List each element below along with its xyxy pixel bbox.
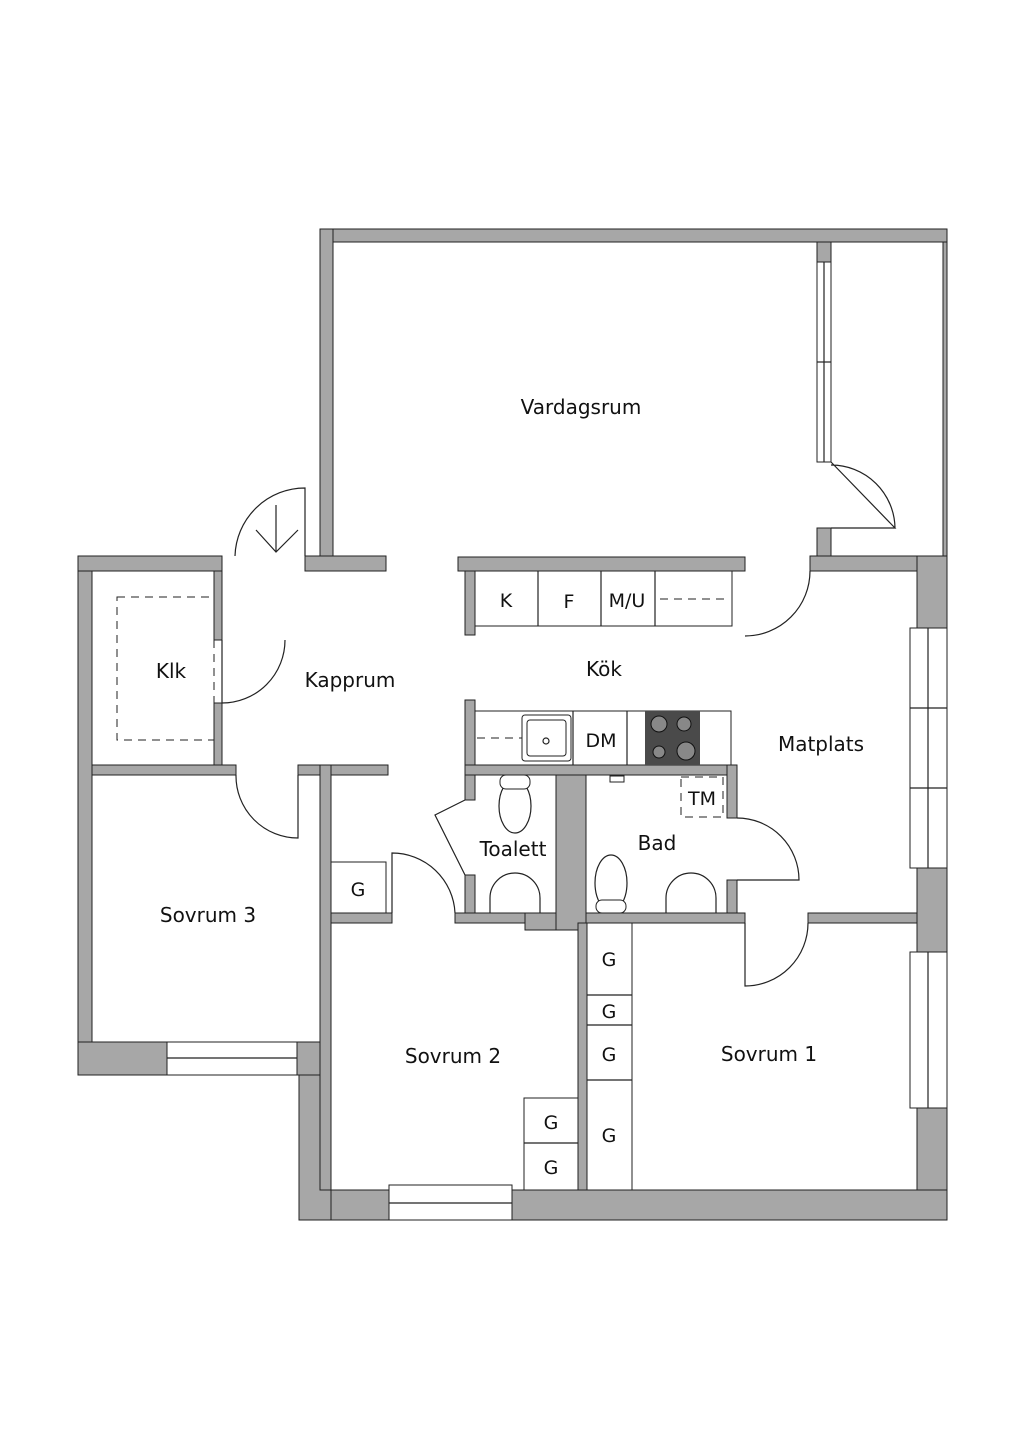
room-kok: Kök: [586, 657, 622, 681]
room-bad: Bad: [638, 831, 677, 855]
room-labels: Vardagsrum Klk Kapprum Kök Matplats Toal…: [156, 395, 864, 1068]
room-kapprum: Kapprum: [305, 668, 396, 692]
fridge-label: K: [500, 590, 513, 612]
wardrobe-label: G: [544, 1157, 559, 1179]
toilet-icon: [594, 854, 628, 914]
room-klk: Klk: [156, 659, 187, 683]
washbasin-icon: [665, 872, 717, 913]
freezer-label: F: [564, 591, 575, 613]
storage: [116, 596, 633, 1191]
bath-fixtures: [489, 774, 724, 914]
stove-icon: [645, 711, 700, 765]
fixture-labels: K F M/U DM TM G G G G G G G: [351, 590, 716, 1179]
dishwasher-label: DM: [585, 730, 616, 752]
room-vardagsrum: Vardagsrum: [521, 395, 642, 419]
wardrobe-label: G: [602, 1001, 617, 1023]
doors: [221, 461, 897, 987]
room-matplats: Matplats: [778, 732, 864, 756]
toilet-icon: [498, 774, 532, 834]
kitchen-fixtures: [474, 570, 733, 766]
wardrobe-label: G: [602, 1044, 617, 1066]
room-sovrum2: Sovrum 2: [405, 1044, 501, 1068]
windows: [166, 261, 948, 1221]
sink-icon: [521, 714, 572, 762]
faucet-icon: [609, 775, 625, 783]
washbasin-icon: [489, 872, 541, 913]
wardrobe-label: G: [602, 949, 617, 971]
room-sovrum3: Sovrum 3: [160, 903, 256, 927]
washing-machine-label: TM: [687, 788, 716, 810]
wardrobe-label: G: [351, 879, 366, 901]
wardrobe-label: G: [544, 1112, 559, 1134]
entrance-arrow-icon: [255, 505, 299, 553]
room-sovrum1: Sovrum 1: [721, 1042, 817, 1066]
room-toalett: Toalett: [479, 837, 547, 861]
wardrobe-label: G: [602, 1125, 617, 1147]
microwave-oven-label: M/U: [609, 590, 646, 612]
